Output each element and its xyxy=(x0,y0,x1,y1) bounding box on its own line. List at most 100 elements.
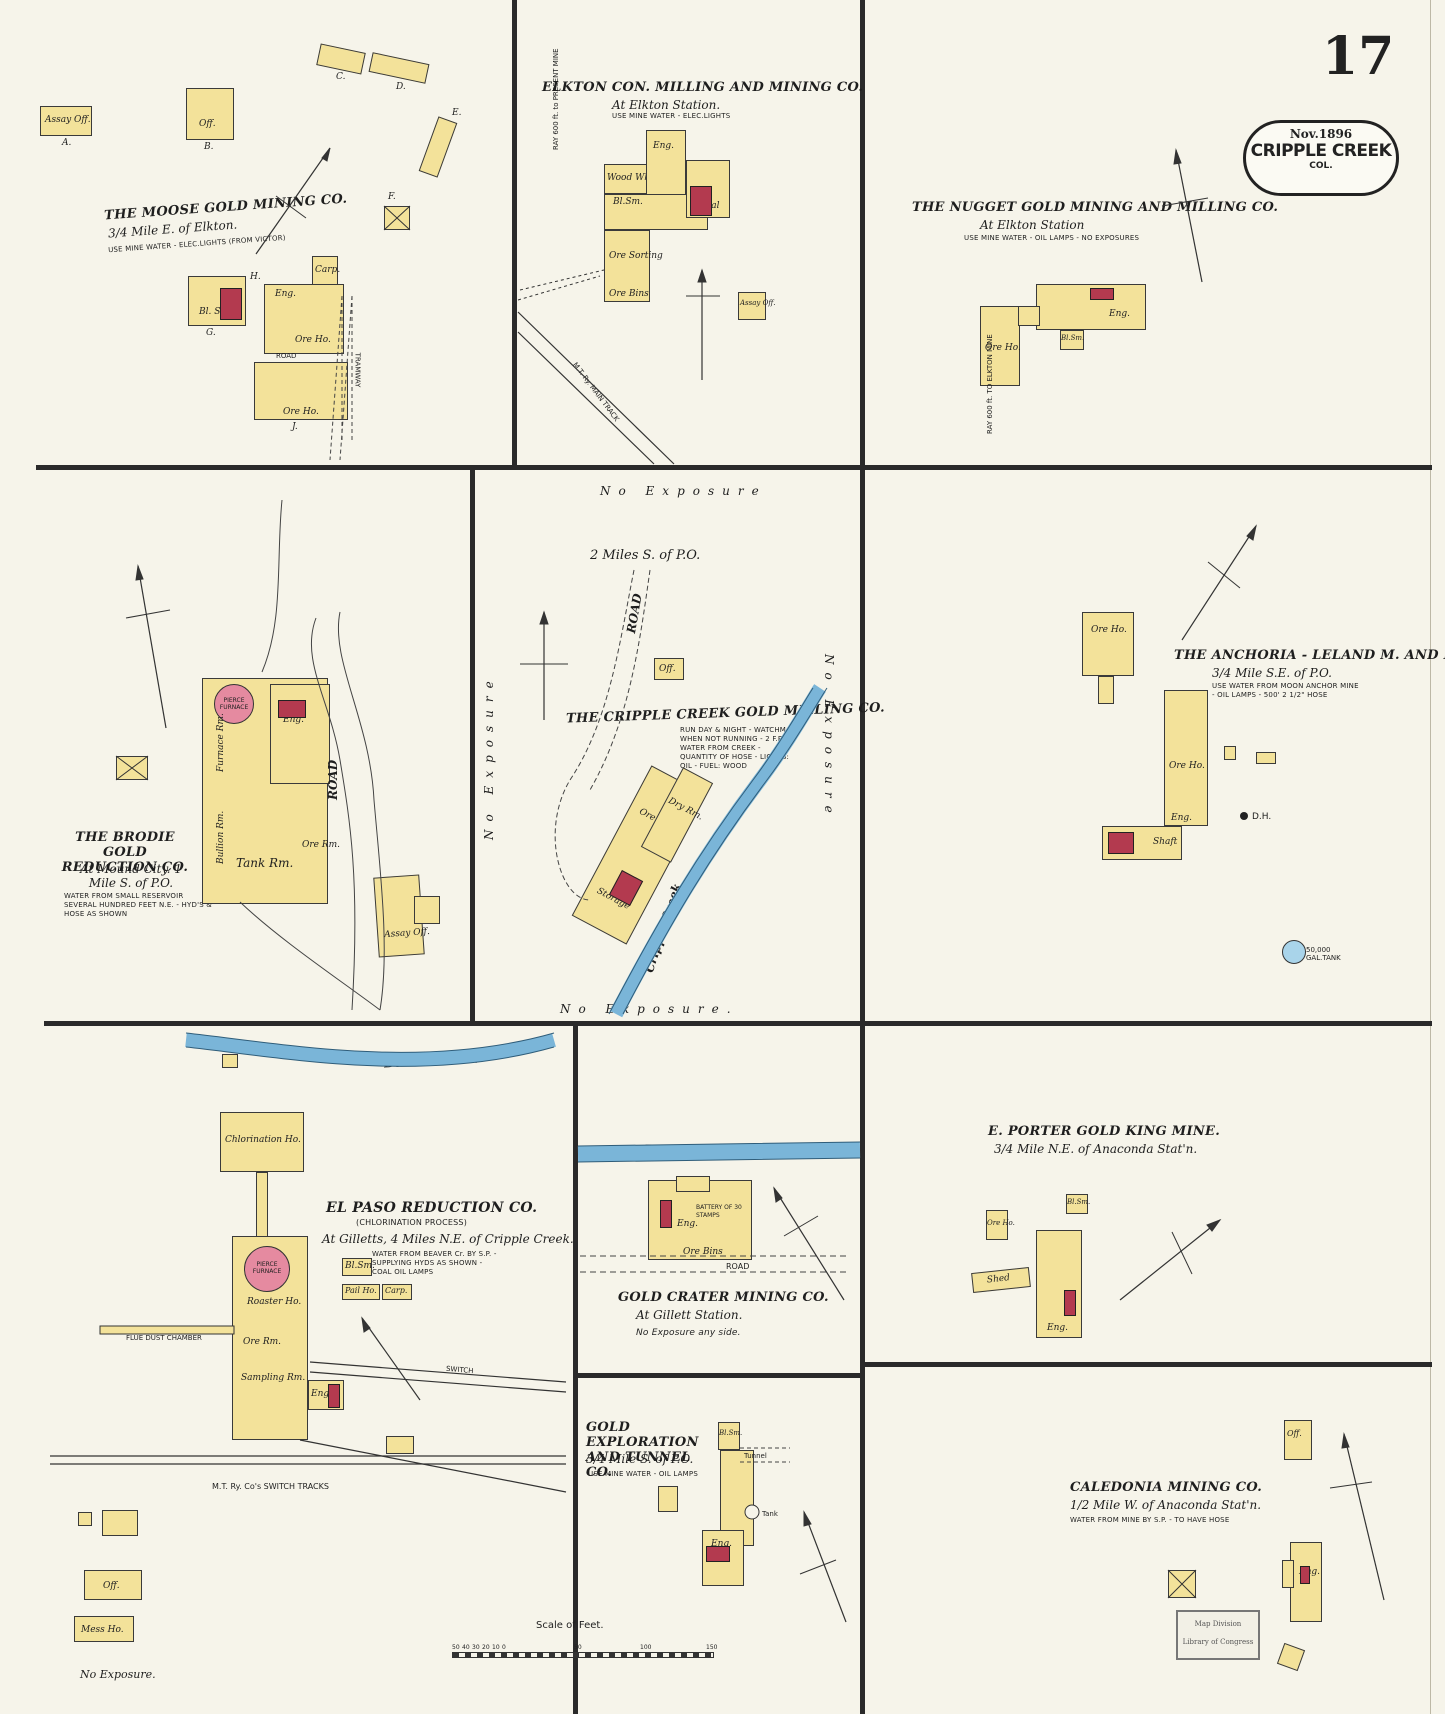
building-label: Off. xyxy=(199,119,216,129)
elkton-location: At Elkton Station. xyxy=(612,98,721,112)
building-label: Off. xyxy=(659,664,676,674)
el-paso-flue: FLUE DUST CHAMBER xyxy=(126,1334,202,1342)
beaver-creek-2 xyxy=(577,1142,861,1162)
furnace-label: PIERCE FURNACE xyxy=(219,697,249,711)
boiler xyxy=(706,1546,730,1562)
north-arrow xyxy=(1161,148,1209,283)
nugget-note: USE MINE WATER - OIL LAMPS - NO EXPOSURE… xyxy=(964,234,1140,242)
boiler xyxy=(660,1200,672,1228)
building-label: Ore Bins xyxy=(683,1247,723,1257)
building-el-paso-shed xyxy=(222,1054,238,1068)
north-arrow xyxy=(1181,524,1257,641)
boiler xyxy=(278,700,306,718)
elkton-note: USE MINE WATER - ELEC.LIGHTS xyxy=(612,112,731,120)
building-nugget-blsm: Bl.Sm. xyxy=(1060,330,1084,350)
letter-d: D. xyxy=(396,82,406,92)
cartouche-date: Nov.1896 xyxy=(1289,127,1353,141)
boiler xyxy=(1108,832,1134,854)
building-label: Carp. xyxy=(385,1286,408,1295)
cc-note: RUN DAY & NIGHT - WATCHMAN WHEN NOT RUNN… xyxy=(680,726,797,770)
building-label: Bl.Sm. xyxy=(345,1261,375,1271)
tramway-line xyxy=(329,295,353,461)
water-tank xyxy=(1282,940,1306,964)
building-label: Ore Ho. xyxy=(987,1219,1015,1227)
anchoria-name: THE ANCHORIA - LELAND M. AND M. CO. xyxy=(1174,648,1445,663)
building-e-porter-main: Eng. xyxy=(1036,1230,1082,1338)
brodie-ore-rm: Ore Rm. xyxy=(302,840,341,850)
building-label: Sampling Rm. xyxy=(241,1373,306,1383)
brodie-tank-rm: Tank Rm. xyxy=(236,856,294,870)
building-el-paso-hut2 xyxy=(78,1512,92,1526)
building-label: Wood Wk. xyxy=(607,173,653,183)
building-anchoria-ore-ho: Ore Ho. xyxy=(1082,612,1134,676)
letter-j: J. xyxy=(292,422,298,432)
cc-exposure-bottom: No Exposure. xyxy=(560,1002,739,1016)
gold-exploration-location: 3/4 Mile S. of P.O. xyxy=(586,1452,694,1466)
building-label: Ore Ho. xyxy=(295,335,331,345)
scale-tick-label: 30 xyxy=(472,1644,480,1651)
boiler xyxy=(220,288,242,320)
caledonia-note: WATER FROM MINE BY S.P. - TO HAVE HOSE xyxy=(1070,1516,1230,1524)
building-cc-office: Off. xyxy=(654,658,684,680)
gold-crater-battery: BATTERY OF 30 STAMPS xyxy=(696,1204,742,1219)
building-anchoria-small xyxy=(1098,676,1114,704)
scale-tick-label: 50 xyxy=(574,1644,582,1651)
building-label: Eng. xyxy=(677,1219,698,1229)
letter-b: B. xyxy=(204,142,214,152)
building-label: Bl.Sm. xyxy=(1067,1198,1091,1206)
north-arrow xyxy=(1119,1218,1222,1301)
building-label: Eng. xyxy=(1109,309,1130,319)
nugget-location: At Elkton Station xyxy=(980,218,1085,232)
north-arrow xyxy=(520,610,568,720)
scale-title: Scale of Feet. xyxy=(536,1620,604,1631)
gold-exploration-name: GOLD EXPLORATION AND TUNNEL CO. xyxy=(586,1420,699,1480)
grid-line xyxy=(860,0,865,1714)
scale-tick-label: 100 xyxy=(640,1644,652,1651)
gold-crater-name: GOLD CRATER MINING CO. xyxy=(618,1290,829,1305)
brodie-note: WATER FROM SMALL RESERVOIR SEVERAL HUNDR… xyxy=(64,892,212,918)
letter-h: H. xyxy=(250,272,261,282)
pierce-furnace: PIERCE FURNACE xyxy=(244,1246,290,1292)
letter-a: A. xyxy=(62,138,72,148)
letter-f: F. xyxy=(388,192,396,202)
boiler xyxy=(1064,1290,1076,1316)
furnace-label: PIERCE FURNACE xyxy=(252,1261,282,1275)
building-label: Assay Off. xyxy=(740,299,776,307)
caledonia-location: 1/2 Mile W. of Anaconda Stat'n. xyxy=(1070,1498,1262,1512)
anchoria-dh: D.H. xyxy=(1252,812,1272,822)
gold-crater-location: At Gillett Station. xyxy=(636,1308,743,1322)
caledonia-name: CALEDONIA MINING CO. xyxy=(1070,1480,1263,1495)
gold-exploration-tank-circle xyxy=(744,1504,760,1520)
el-paso-exposure: No Exposure. xyxy=(80,1668,156,1681)
grid-line xyxy=(44,1021,1432,1026)
grid-line xyxy=(36,465,1432,470)
letter-c: C. xyxy=(336,72,346,82)
el-paso-name: EL PASO REDUCTION CO. xyxy=(326,1200,538,1216)
anchoria-tank-label: 50,000 GAL.TANK xyxy=(1306,946,1341,962)
e-porter-location: 3/4 Mile N.E. of Anaconda Stat'n. xyxy=(994,1142,1198,1156)
elkton-name: ELKTON CON. MILLING AND MINING CO. xyxy=(542,80,864,95)
letter-g: G. xyxy=(206,328,216,338)
building-label: Eng. xyxy=(653,141,674,151)
anchoria-note: USE WATER FROM MOON ANCHOR MINE - OIL LA… xyxy=(1212,682,1359,699)
building-label: Bl.Sm. xyxy=(719,1429,743,1437)
building-gold-exploration-blsm: Bl.Sm. xyxy=(718,1422,743,1450)
north-arrow xyxy=(125,564,171,729)
building-label: Eng. xyxy=(275,289,296,299)
grid-line xyxy=(573,1373,860,1378)
cc-road-line xyxy=(554,569,651,901)
building-label: Ore Rm. xyxy=(243,1337,282,1347)
building-ore-house: Ore Ho. xyxy=(254,362,348,420)
building-gold-crater-top xyxy=(676,1176,710,1192)
flue-dust-chamber xyxy=(99,1325,235,1335)
building-caledonia-off: Off. xyxy=(1284,1420,1312,1460)
building-label: Off. xyxy=(1287,1429,1302,1438)
building-label: Eng. xyxy=(283,715,304,725)
building-nugget-annex xyxy=(1018,306,1040,326)
scale-tick-label: 10 xyxy=(492,1644,500,1651)
grid-line xyxy=(860,1362,1432,1367)
building-label: Pail Ho. xyxy=(345,1286,377,1295)
building-label: Ore Ho. xyxy=(1091,625,1127,635)
cartouche-state: COL. xyxy=(1309,161,1333,171)
